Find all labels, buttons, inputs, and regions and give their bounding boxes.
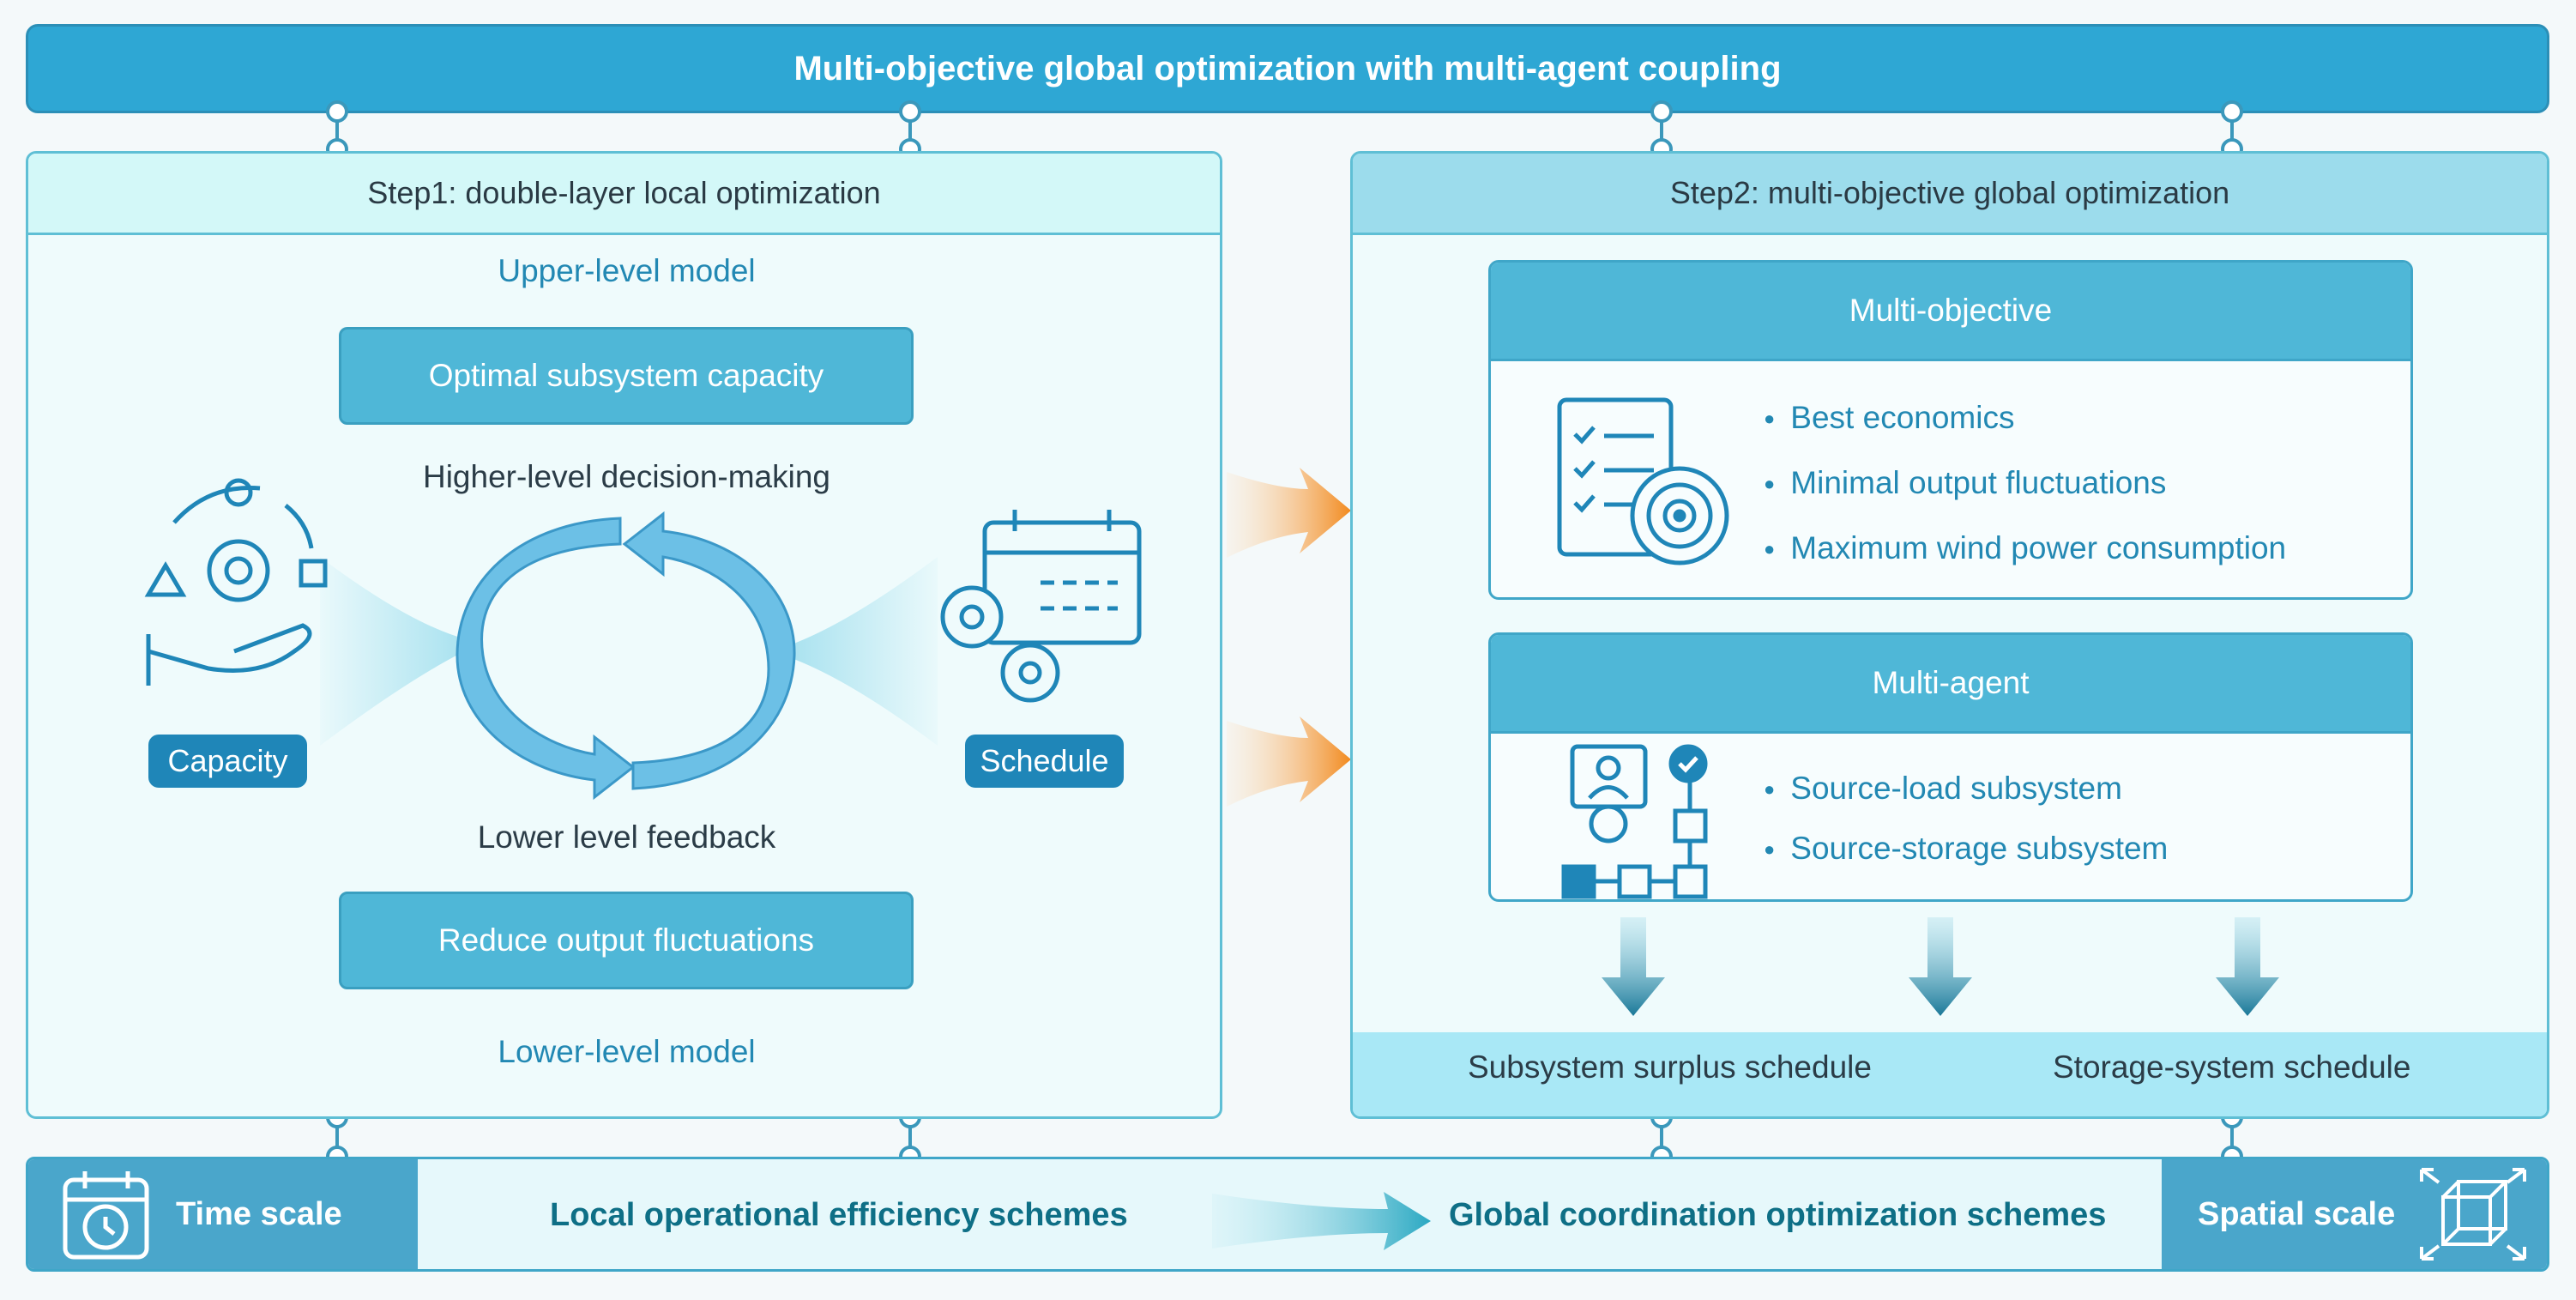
objective-item: Minimal output fluctuations xyxy=(1764,465,2166,501)
reduce-fluctuations-box: Reduce output fluctuations xyxy=(339,892,914,989)
schedule-tag-text: Schedule xyxy=(980,743,1109,778)
multi-objective-panel: Multi-objective Best economics Minimal o… xyxy=(1488,260,2413,600)
step1-heading: Step1: double-layer local optimization xyxy=(28,154,1220,235)
global-schemes-label: Global coordination optimization schemes xyxy=(1449,1197,2107,1233)
schedule-output-band: Subsystem surplus schedule Storage-syste… xyxy=(1353,1032,2547,1116)
cycle-illustration xyxy=(144,478,1142,801)
capacity-tag: Capacity xyxy=(148,735,307,788)
scale-bar: Time scale Local operational efficiency … xyxy=(26,1157,2549,1272)
capacity-gears-hand-icon xyxy=(144,478,328,686)
step1-panel: Step1: double-layer local optimization U… xyxy=(26,151,1222,1119)
spatial-scale-label: Spatial scale xyxy=(2198,1195,2396,1232)
schedule-calendar-gears-icon xyxy=(940,510,1142,703)
local-schemes-label: Local operational efficiency schemes xyxy=(550,1197,1128,1233)
multi-objective-title: Multi-objective xyxy=(1849,293,2053,328)
multi-objective-heading: Multi-objective xyxy=(1491,263,2410,361)
agent-item: Source-storage subsystem xyxy=(1764,831,2168,867)
multi-agent-panel: Multi-agent Source-load subsystem Source… xyxy=(1488,632,2413,902)
schedule-tag: Schedule xyxy=(965,735,1124,788)
left-beam xyxy=(320,557,483,746)
step2-heading-text: Step2: multi-objective global optimizati… xyxy=(1669,175,2230,210)
right-beam xyxy=(770,557,938,746)
storage-schedule-label: Storage-system schedule xyxy=(2053,1049,2411,1085)
optimal-capacity-text: Optimal subsystem capacity xyxy=(428,358,824,393)
orange-arrow-2 xyxy=(1227,717,1351,807)
orange-arrow-1 xyxy=(1227,468,1351,558)
checklist-target-icon xyxy=(1557,397,1729,565)
main-title-bar: Multi-objective global optimization with… xyxy=(26,24,2549,113)
agent-flowchart-icon xyxy=(1561,744,1708,899)
agent-item: Source-load subsystem xyxy=(1764,771,2122,807)
cube-expand-icon xyxy=(2420,1168,2527,1261)
step2-heading: Step2: multi-objective global optimizati… xyxy=(1353,154,2547,235)
surplus-schedule-label: Subsystem surplus schedule xyxy=(1468,1049,1872,1085)
lower-feedback-label: Lower level feedback xyxy=(477,819,776,855)
decision-making-label: Higher-level decision-making xyxy=(422,459,831,494)
step1-heading-text: Step1: double-layer local optimization xyxy=(367,175,881,210)
schemes-arrow xyxy=(1212,1192,1431,1250)
down-arrows xyxy=(1602,917,2279,1016)
time-scale-label: Time scale xyxy=(176,1195,342,1232)
lower-level-model-label: Lower-level model xyxy=(498,1034,756,1069)
cycle-arrows-icon xyxy=(455,511,796,801)
objective-item: Maximum wind power consumption xyxy=(1764,530,2286,566)
spatial-scale-cell: Spatial scale xyxy=(2162,1159,2547,1269)
objective-item: Best economics xyxy=(1764,400,2014,436)
clock-calendar-icon xyxy=(63,1171,149,1260)
down-arrow-3 xyxy=(2216,917,2279,1016)
capacity-tag-text: Capacity xyxy=(167,743,288,778)
main-title: Multi-objective global optimization with… xyxy=(793,49,1782,88)
time-scale-cell: Time scale xyxy=(28,1159,418,1269)
multi-agent-title: Multi-agent xyxy=(1872,665,2030,700)
step2-panel: Step2: multi-objective global optimizati… xyxy=(1350,151,2549,1119)
down-arrow-2 xyxy=(1909,917,1972,1016)
reduce-fluctuations-text: Reduce output fluctuations xyxy=(437,922,815,958)
multi-agent-heading: Multi-agent xyxy=(1491,635,2410,734)
optimal-capacity-box: Optimal subsystem capacity xyxy=(339,327,914,425)
upper-level-model-label: Upper-level model xyxy=(498,253,756,288)
transfer-arrows xyxy=(1227,468,1351,807)
down-arrow-1 xyxy=(1602,917,1665,1016)
